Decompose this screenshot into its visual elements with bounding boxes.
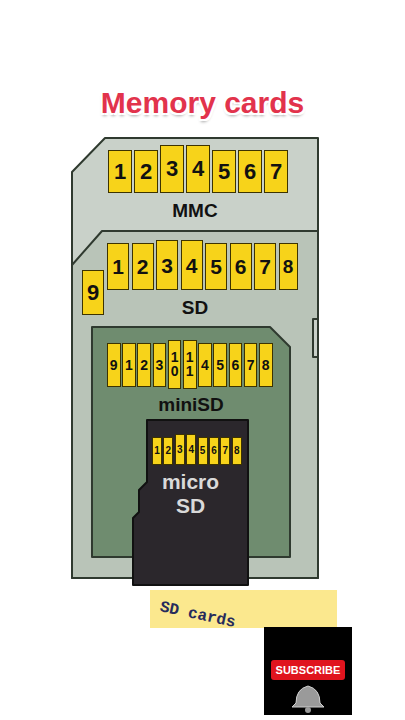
contact-pin: 1 xyxy=(122,343,136,387)
pin-number: 3 xyxy=(155,358,163,372)
sd-card: SD123456789miniSD9123101145678micro SD12… xyxy=(72,231,318,578)
pin-number: 7 xyxy=(247,358,255,372)
contact-pin: 5 xyxy=(198,437,208,465)
pin-number: 5 xyxy=(210,256,222,277)
contact-pin: 2 xyxy=(137,343,151,387)
pin-number: 2 xyxy=(137,256,149,277)
contact-pin: 2 xyxy=(134,150,158,193)
contact-pin: 2 xyxy=(163,437,173,465)
bell-body xyxy=(292,686,324,707)
contact-pin: 6 xyxy=(209,437,219,465)
pin-number: 6 xyxy=(231,358,239,372)
contact-pin: 8 xyxy=(279,243,298,290)
mmc-card: MMC1234567SD123456789miniSD9123101145678… xyxy=(72,138,318,578)
card-shape xyxy=(72,138,318,578)
pin-number: 3 xyxy=(177,445,183,455)
contact-pin: 9 xyxy=(82,270,104,315)
contact-pin: 3 xyxy=(175,434,185,465)
pin-number: 9 xyxy=(110,358,118,372)
pin-number: 4 xyxy=(186,255,198,276)
contact-pin: 5 xyxy=(213,343,227,387)
contact-pin: 2 xyxy=(132,243,154,290)
title: Memory cards xyxy=(0,86,405,120)
contact-pin: 4 xyxy=(181,240,203,290)
pin-number: 5 xyxy=(216,358,224,372)
microsd-card: micro SD 12345678 xyxy=(133,420,248,585)
pin-number: 1 xyxy=(125,358,133,372)
contact-pin: 3 xyxy=(156,240,178,290)
bell-clapper xyxy=(305,707,311,713)
pin-number: 2 xyxy=(140,358,148,372)
pin-number: 8 xyxy=(283,257,294,276)
contact-pin: 5 xyxy=(205,243,227,290)
contact-pin: 7 xyxy=(244,343,258,387)
contact-pin: 10 xyxy=(168,340,182,389)
subscribe-box: SUBSCRIBE xyxy=(264,627,352,715)
contact-pin: 9 xyxy=(107,343,121,387)
banner-text: SD cards xyxy=(158,598,237,632)
pin-number: 2 xyxy=(166,446,172,456)
pin-number: 4 xyxy=(192,158,204,180)
contact-pin: 3 xyxy=(160,145,184,193)
pin-number: 3 xyxy=(166,158,178,180)
pin-number: 5 xyxy=(218,161,230,183)
contact-pin: 8 xyxy=(232,437,242,465)
pin-number: 1 xyxy=(114,161,126,183)
pin-number: 7 xyxy=(270,161,282,183)
contact-pin: 4 xyxy=(186,434,196,465)
contact-pin: 7 xyxy=(254,243,276,290)
pin-number: 7 xyxy=(259,256,271,277)
card-label: MMC xyxy=(72,200,318,222)
pin-number: 5 xyxy=(200,446,206,456)
card-label: miniSD xyxy=(92,394,290,416)
minisd-card: miniSD9123101145678micro SD12345678 xyxy=(92,327,290,557)
contact-pin: 11 xyxy=(183,340,197,389)
contact-pin: 6 xyxy=(229,343,243,387)
pin-number: 6 xyxy=(211,446,217,456)
pin-number: 4 xyxy=(188,445,194,455)
card-shape xyxy=(133,420,248,585)
pin-number: 11 xyxy=(186,351,194,378)
pin-number: 3 xyxy=(161,255,173,276)
pin-number: 4 xyxy=(201,358,209,372)
pin-number: 2 xyxy=(140,161,152,183)
contact-pin: 5 xyxy=(212,150,236,193)
pin-number: 6 xyxy=(235,256,247,277)
card-label: SD xyxy=(72,297,318,319)
contact-pin: 7 xyxy=(220,437,230,465)
contact-pin: 3 xyxy=(153,343,167,387)
subscribe-button: SUBSCRIBE xyxy=(271,660,345,680)
pin-number: 8 xyxy=(234,446,240,456)
contact-pin: 4 xyxy=(186,145,210,193)
contact-pin: 1 xyxy=(107,243,129,290)
pin-number: 7 xyxy=(223,446,229,456)
contact-pin: 1 xyxy=(152,437,162,465)
pin-number: 9 xyxy=(87,282,99,304)
card-label: micro SD xyxy=(151,470,231,518)
pin-number: 10 xyxy=(171,351,179,378)
pin-number: 1 xyxy=(154,446,160,456)
contact-pin: 8 xyxy=(259,343,273,387)
contact-pin: 4 xyxy=(198,343,212,387)
pin-number: 8 xyxy=(262,358,270,372)
contact-pin: 1 xyxy=(108,150,132,193)
contact-pin: 6 xyxy=(230,243,252,290)
pin-number: 6 xyxy=(244,161,256,183)
caption-banner: SD cards xyxy=(150,590,337,628)
contact-pin: 6 xyxy=(238,150,262,193)
contact-pin: 7 xyxy=(264,150,288,193)
pin-number: 1 xyxy=(112,256,124,277)
